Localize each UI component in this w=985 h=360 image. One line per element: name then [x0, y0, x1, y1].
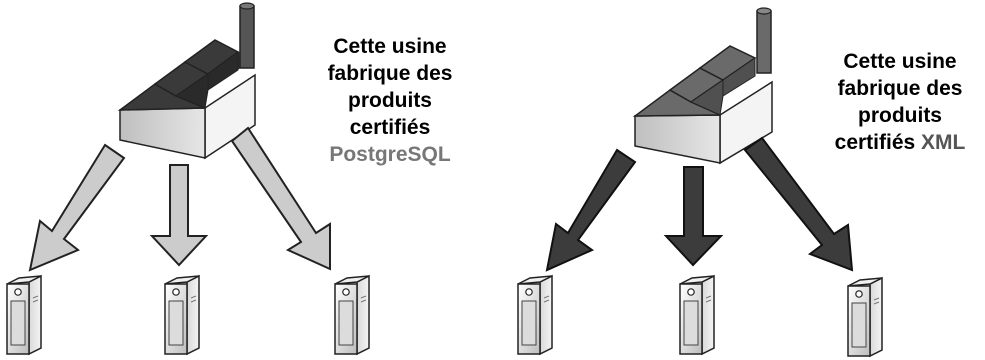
- caption-line: Cette usine: [843, 50, 957, 73]
- arrow-left-1: [28, 143, 126, 272]
- factory-chimney: [756, 10, 772, 74]
- right-servers: [517, 275, 883, 357]
- server-icon: [334, 275, 370, 355]
- caption-line-last: certifiés XML: [815, 129, 985, 156]
- right-arrows: [545, 136, 854, 272]
- arrow-right-2: [663, 166, 724, 267]
- server-icon: [679, 275, 715, 355]
- left-panel: [6, 2, 370, 355]
- factory-roof: [632, 45, 757, 117]
- left-arrows: [28, 126, 331, 272]
- server-icon: [164, 275, 200, 355]
- server-icon: [847, 277, 883, 357]
- factory-chimney: [239, 5, 255, 69]
- factory-icon: [632, 7, 773, 165]
- caption-prefix: certifiés: [834, 131, 916, 154]
- arrow-right-3: [743, 136, 854, 272]
- factory-icon: [117, 2, 256, 160]
- server-icon: [517, 275, 553, 355]
- factory-roof: [117, 39, 240, 111]
- left-servers: [6, 275, 370, 355]
- caption-line: fabrique des: [327, 62, 453, 85]
- arrow-left-2: [149, 164, 209, 267]
- caption-left: Cette usine fabrique des produits certif…: [300, 33, 480, 168]
- server-icon: [6, 275, 42, 355]
- caption-right: Cette usine fabrique des produits certif…: [815, 48, 985, 156]
- caption-line: produits: [348, 89, 432, 112]
- arrow-right-1: [545, 148, 637, 272]
- right-panel: [517, 7, 883, 357]
- caption-line: certifiés: [349, 116, 431, 139]
- caption-highlight: XML: [921, 131, 966, 154]
- caption-line: produits: [858, 104, 942, 127]
- caption-highlight: PostgreSQL: [329, 143, 451, 166]
- caption-line: Cette usine: [333, 35, 447, 58]
- arrow-left-3: [230, 126, 331, 271]
- caption-line: fabrique des: [837, 77, 963, 100]
